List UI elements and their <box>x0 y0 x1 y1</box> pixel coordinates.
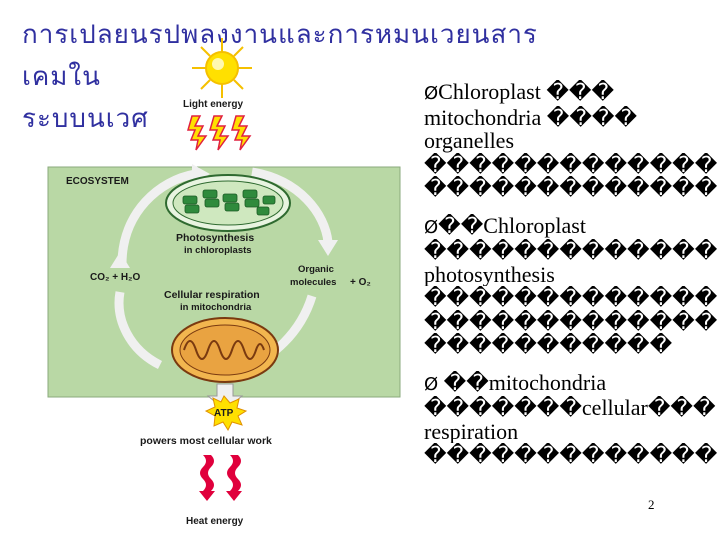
mitochondrion-icon <box>171 317 279 383</box>
bullet-arrow-icon: Ø <box>424 216 439 238</box>
ecosystem-label: ECOSYSTEM <box>66 176 129 187</box>
organic-label: Organic <box>298 264 334 275</box>
chloroplast-icon <box>165 174 291 232</box>
sun-icon <box>192 38 252 98</box>
bullet-arrow-icon: Ø <box>424 83 439 104</box>
light-energy-label: Light energy <box>183 99 243 110</box>
in-mitochondria-label: in mitochondria <box>180 302 252 313</box>
page-number: 2 <box>648 497 655 512</box>
bullet-arrow-icon: Ø <box>424 373 439 395</box>
bullet-2-line-4: ������������� <box>424 286 718 310</box>
powers-cellular-work-label: powers most cellular work <box>140 435 272 447</box>
in-chloroplasts-label: in chloroplasts <box>184 245 252 256</box>
bullet-list: ØChloroplast ��� mitochondria ���� organ… <box>424 80 720 467</box>
light-bolts-icon <box>187 115 252 151</box>
bullet-3-line-1: Ø ��mitochondria <box>424 370 607 395</box>
bullet-2-line-2: ������������� <box>424 239 718 263</box>
title-line-1: การเปลยนรปพลงงานและการหมนเวยนสารเคมใน <box>22 20 538 92</box>
bullet-2-line-3: photosynthesis <box>424 262 555 286</box>
bullet-3-line-2: �������cellular��� <box>424 396 716 420</box>
bullet-3-line-4: ������������� <box>424 443 718 467</box>
atp-label: ATP <box>214 408 234 419</box>
heat-energy-label: Heat energy <box>186 516 244 527</box>
cellular-respiration-label: Cellular respiration <box>164 289 260 301</box>
bullet-1-line-5: ������������� <box>424 176 718 200</box>
bullet-2-line-5: ������������� <box>424 309 718 333</box>
page-title: การเปลยนรปพลงงานและการหมนเวยนสารเคมใน ระ… <box>22 14 582 140</box>
bullet-1-line-2: mitochondria ���� <box>424 105 638 129</box>
heat-arrows-icon <box>199 455 242 501</box>
bullet-3-line-3: respiration <box>424 419 519 443</box>
atp-burst-icon <box>204 395 248 432</box>
photosynthesis-label: Photosynthesis <box>176 232 254 244</box>
bullet-2-line-1: Ø��Chloroplast <box>424 213 586 238</box>
bullet-2-line-6: ����������� <box>424 333 673 357</box>
bullet-1-line-1: ØChloroplast ��� <box>424 80 615 104</box>
bullet-1-line-4: ������������� <box>424 152 718 176</box>
o2-label: + O₂ <box>350 277 371 288</box>
bullet-1-line-3: organelles <box>424 129 515 153</box>
title-line-2: ระบบนเวศ <box>22 104 149 134</box>
molecules-label: molecules <box>290 277 336 288</box>
co2-h2o-label: CO₂ + H₂O <box>90 272 141 283</box>
